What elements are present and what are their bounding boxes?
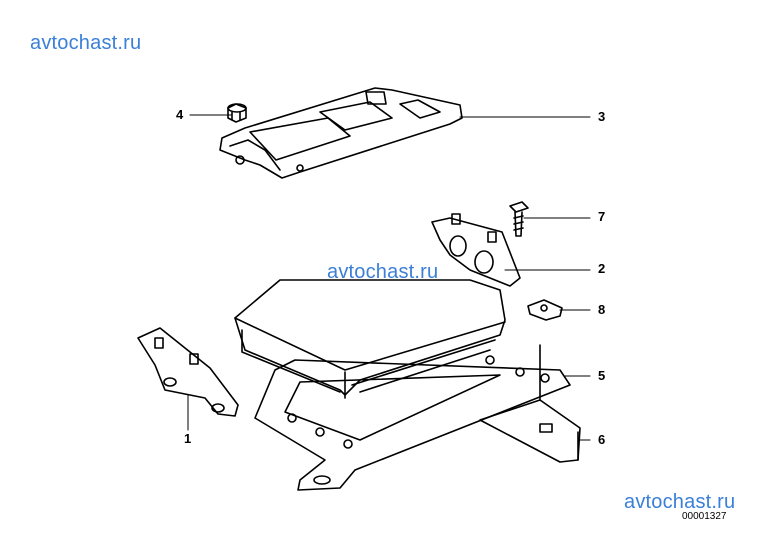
callout-7: 7 — [598, 209, 606, 224]
callout-2: 2 — [598, 261, 606, 276]
part-5-frame — [254, 355, 571, 491]
leader-lines — [187, 114, 591, 441]
callout-8: 8 — [598, 302, 606, 317]
watermark-middle: avtochast.ru — [327, 261, 439, 283]
callout-1: 1 — [184, 431, 192, 446]
part-4-nut — [227, 103, 247, 123]
callout-4: 4 — [176, 107, 184, 122]
part-6-rail — [479, 344, 581, 463]
part-3-mounting-plate — [219, 87, 463, 179]
part-2-bracket-right — [431, 213, 521, 287]
diagram-id: 00001327 — [682, 511, 727, 522]
callout-3: 3 — [598, 109, 606, 124]
watermark-bottom: avtochast.ru — [624, 491, 736, 513]
callout-6: 6 — [598, 432, 606, 447]
part-7-screw — [509, 201, 529, 237]
watermark-top: avtochast.ru — [30, 32, 142, 54]
part-1-bracket-left — [137, 327, 239, 417]
callout-5: 5 — [598, 368, 606, 383]
control-unit — [234, 279, 506, 399]
part-8-clip — [527, 299, 563, 321]
